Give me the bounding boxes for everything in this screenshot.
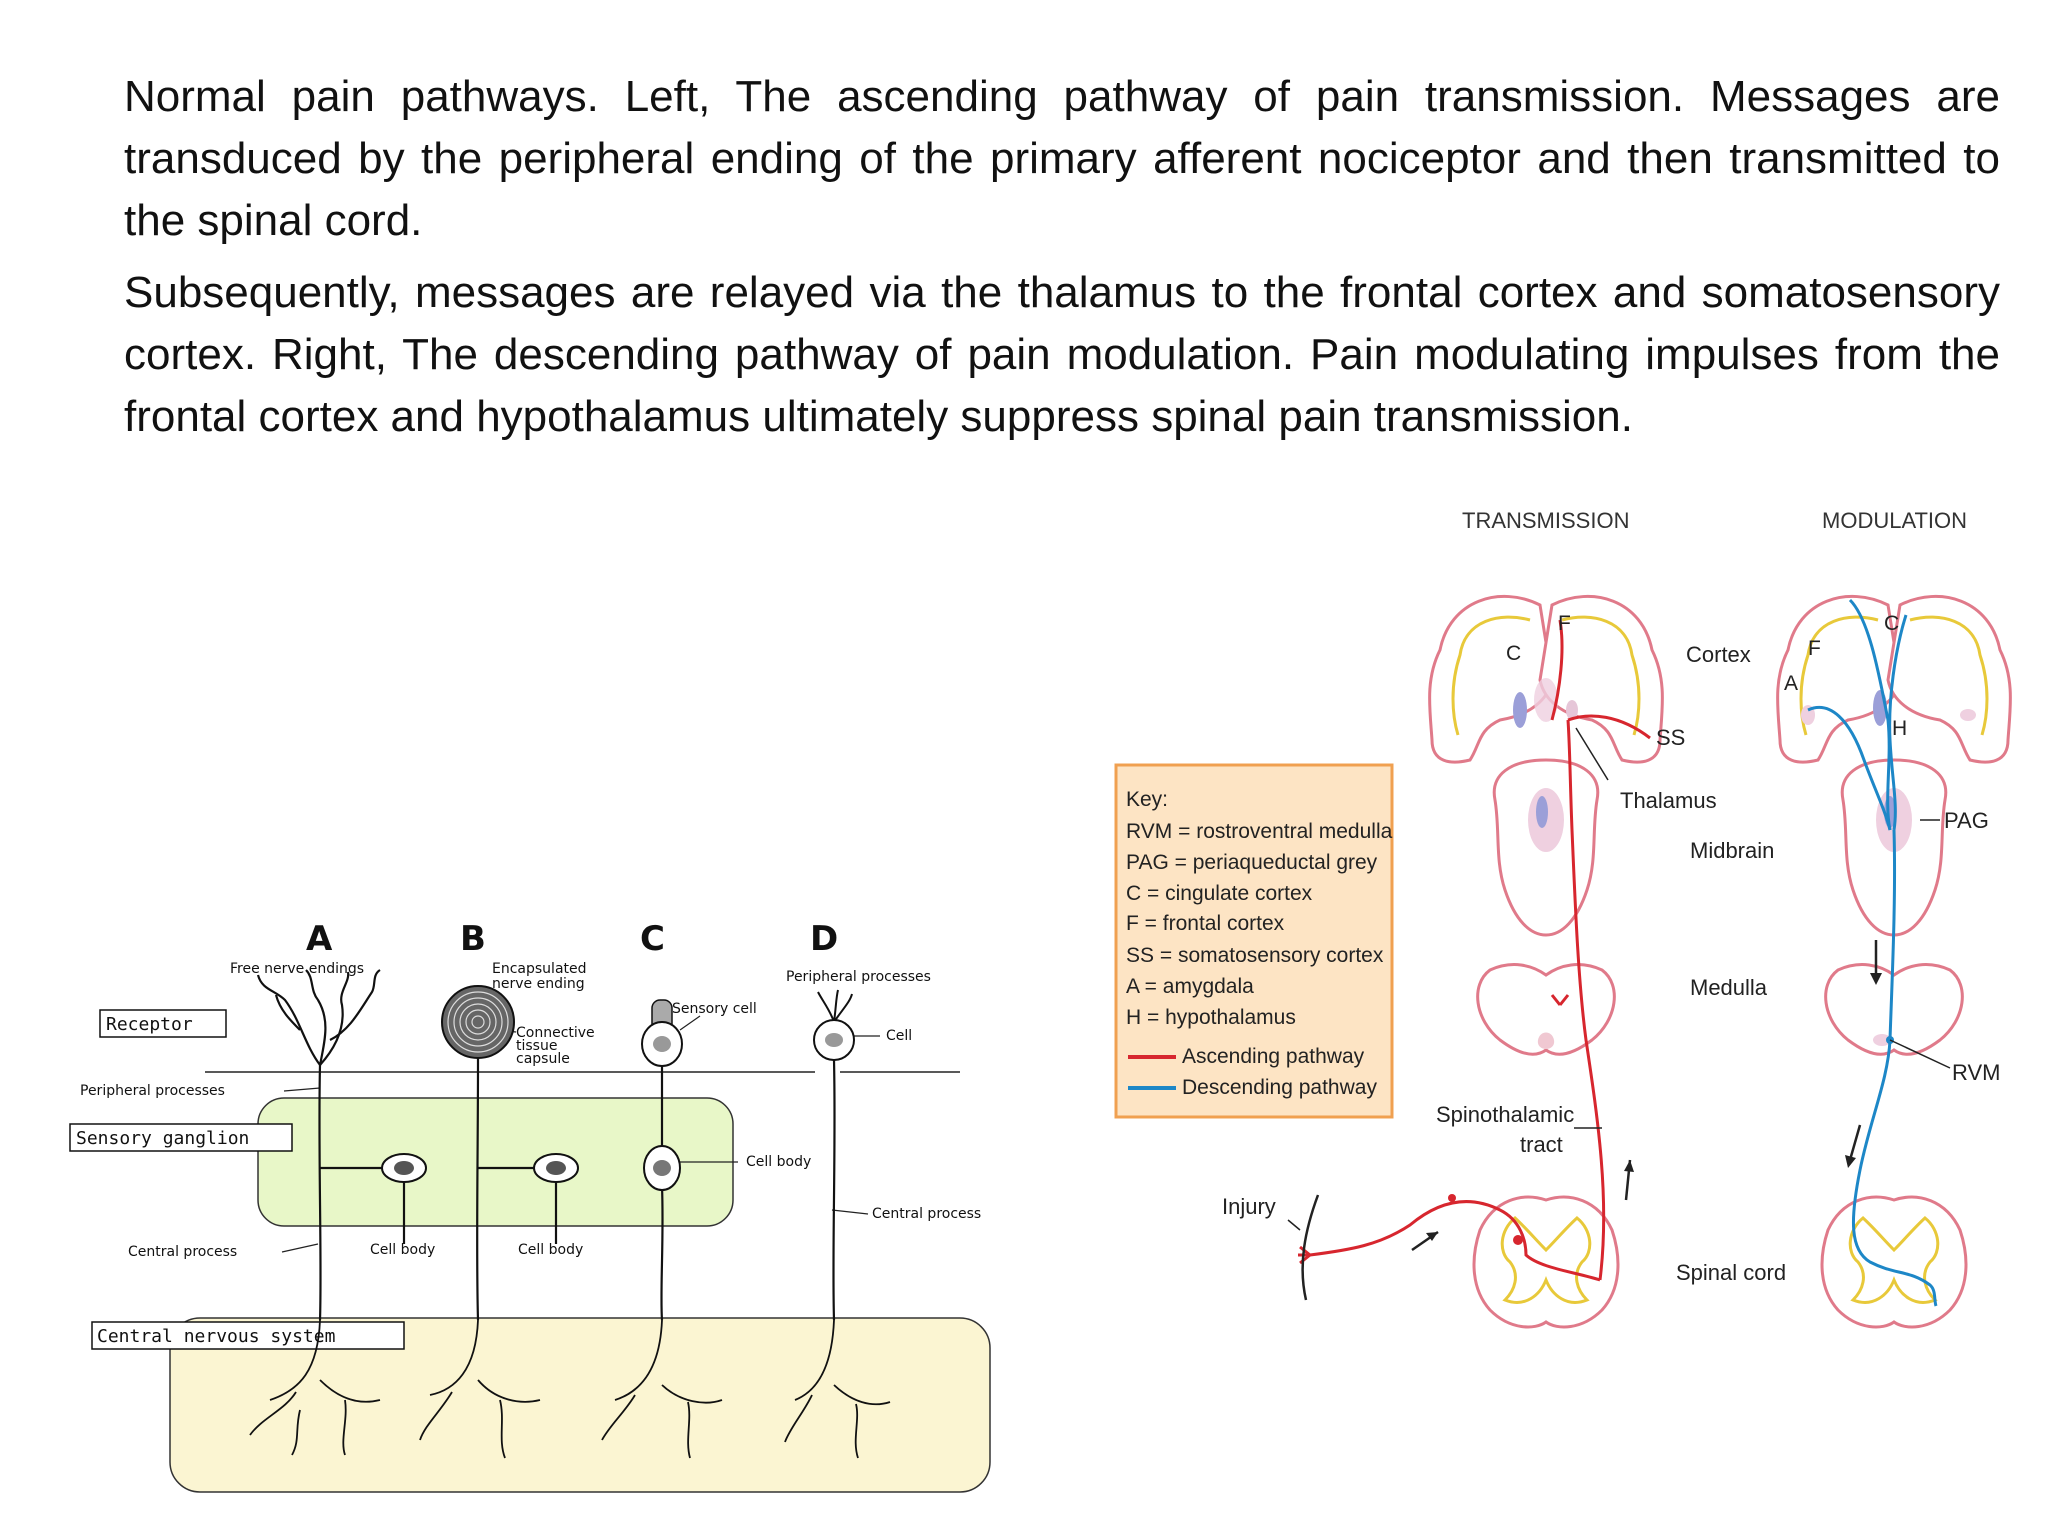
label-rvm: RVM bbox=[1952, 1060, 2001, 1085]
caption-paragraph-1: Normal pain pathways. Left, The ascendin… bbox=[124, 72, 2000, 245]
neuron-d-cell bbox=[813, 1019, 855, 1061]
label-cell-body-a: Cell body bbox=[370, 1242, 435, 1258]
neuron-c-nucleus bbox=[653, 1160, 671, 1176]
neuron-b-cell-body bbox=[533, 1153, 579, 1183]
header-transmission: TRANSMISSION bbox=[1462, 508, 1629, 533]
letter-b: B bbox=[460, 919, 486, 959]
label-h-right: H bbox=[1892, 717, 1907, 740]
neuron-d-processes bbox=[817, 989, 853, 1023]
key-line-pag: PAG = periaqueductal grey bbox=[1126, 851, 1378, 874]
label-thalamus: Thalamus bbox=[1620, 788, 1717, 813]
key-line-c: C = cingulate cortex bbox=[1126, 882, 1313, 905]
label-f-right: F bbox=[1808, 637, 1821, 660]
sensory-cell-nucleus bbox=[653, 1036, 671, 1052]
encapsulated-ending bbox=[441, 985, 515, 1059]
letter-a: A bbox=[306, 919, 333, 959]
neuron-c-cell-body bbox=[643, 1145, 681, 1191]
label-cell-body-b: Cell body bbox=[518, 1242, 583, 1258]
label-spinal-cord: Spinal cord bbox=[1676, 1260, 1786, 1285]
neuron-b-nucleus bbox=[546, 1161, 566, 1175]
caption-paragraph-2: Subsequently, messages are relayed via t… bbox=[124, 268, 2000, 441]
header-modulation: MODULATION bbox=[1822, 508, 1967, 533]
cns-box-label: Central nervous system bbox=[97, 1326, 335, 1347]
label-c-left: C bbox=[1506, 642, 1521, 665]
label-tissue: tissue bbox=[516, 1038, 557, 1054]
key-title: Key: bbox=[1126, 788, 1168, 811]
label-cell: Cell bbox=[886, 1028, 912, 1044]
receptor-box bbox=[99, 1009, 227, 1038]
key-line-ss: SS = somatosensory cortex bbox=[1126, 944, 1384, 967]
key-line-rvm: RVM = rostroventral medulla bbox=[1126, 820, 1393, 843]
sensory-ganglion-region bbox=[257, 1097, 734, 1227]
cns-box bbox=[91, 1321, 405, 1350]
label-c-right: C bbox=[1884, 612, 1899, 635]
leader-lines bbox=[281, 1015, 880, 1253]
label-capsule: capsule bbox=[516, 1051, 570, 1067]
label-cortex: Cortex bbox=[1686, 642, 1751, 667]
label-medulla: Medulla bbox=[1690, 975, 1768, 1000]
label-tract: tract bbox=[1520, 1132, 1563, 1157]
label-nerve-ending: nerve ending bbox=[492, 976, 585, 992]
label-connective: Connective bbox=[516, 1025, 595, 1041]
key-line-a: A = amygdala bbox=[1126, 975, 1254, 998]
key-line-h: H = hypothalamus bbox=[1126, 1006, 1296, 1029]
label-peripheral-processes-left: Peripheral processes bbox=[80, 1083, 225, 1099]
label-ss: SS bbox=[1656, 725, 1685, 750]
neuron-a-cell-body bbox=[381, 1153, 427, 1183]
label-encapsulated: Encapsulated bbox=[492, 961, 587, 977]
capsule-rings bbox=[447, 991, 509, 1053]
neuron-a bbox=[256, 969, 406, 1321]
label-injury: Injury bbox=[1222, 1194, 1276, 1219]
letter-c: C bbox=[640, 919, 665, 959]
sensory-cell-hair bbox=[651, 999, 673, 1033]
transmission-column bbox=[1287, 594, 1664, 1329]
key-ascending-label: Ascending pathway bbox=[1182, 1045, 1365, 1068]
key-box bbox=[1114, 763, 1394, 1119]
cns-terminals bbox=[249, 1319, 891, 1459]
label-f-left: F bbox=[1558, 612, 1571, 635]
neuron-d-nucleus bbox=[825, 1033, 843, 1047]
neuron-c bbox=[660, 1066, 664, 1321]
neuron-d-axon bbox=[832, 1059, 836, 1321]
sensory-cell bbox=[641, 1021, 683, 1067]
label-midbrain: Midbrain bbox=[1690, 838, 1774, 863]
label-cell-body-c: Cell body bbox=[746, 1154, 811, 1170]
label-pag: PAG bbox=[1944, 808, 1989, 833]
label-spinothalamic: Spinothalamic bbox=[1436, 1102, 1574, 1127]
neuron-b bbox=[476, 1057, 558, 1321]
label-sensory-cell: Sensory cell bbox=[672, 1001, 757, 1017]
label-peripheral-processes-right: Peripheral processes bbox=[786, 969, 931, 985]
sensory-ganglion-box bbox=[69, 1123, 293, 1152]
key-line-f: F = frontal cortex bbox=[1126, 912, 1285, 935]
receptor-box-label: Receptor bbox=[106, 1014, 193, 1035]
letter-d: D bbox=[810, 919, 838, 959]
label-a-right: A bbox=[1784, 672, 1798, 695]
label-central-process-left: Central process bbox=[128, 1244, 237, 1260]
cns-region bbox=[169, 1317, 991, 1493]
modulation-column bbox=[1776, 594, 2012, 1329]
key-descending-label: Descending pathway bbox=[1182, 1076, 1377, 1099]
label-free-nerve-endings: Free nerve endings bbox=[230, 961, 364, 977]
neuron-a-nucleus bbox=[394, 1161, 414, 1175]
sensory-ganglion-box-label: Sensory ganglion bbox=[76, 1128, 249, 1149]
label-central-process-right: Central process bbox=[872, 1206, 981, 1222]
